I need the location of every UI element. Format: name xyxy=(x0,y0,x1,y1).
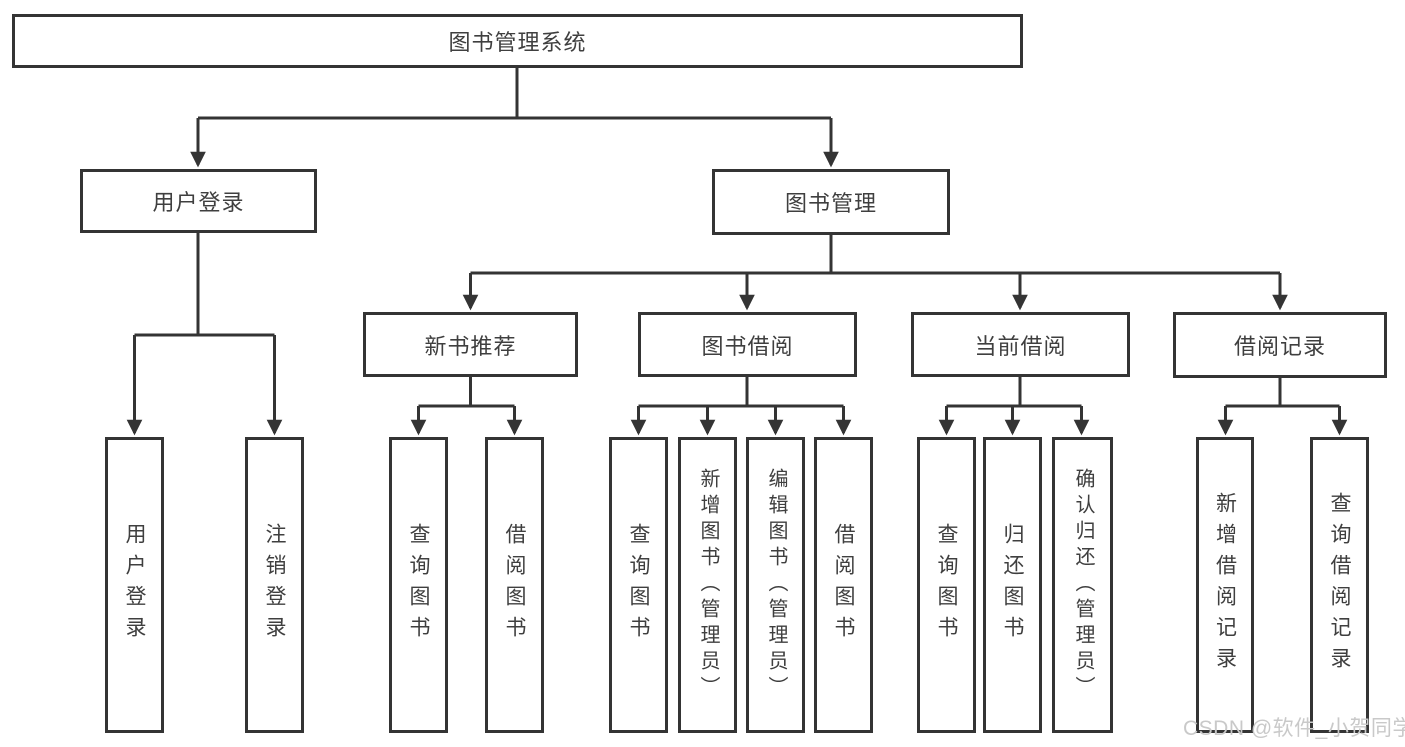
node-book-borrow: 图书借阅 xyxy=(638,312,857,377)
leaf-borrow-add-books-admin: 新增图书（管理员） xyxy=(678,437,737,733)
leaf-records-add-record: 新增借阅记录 xyxy=(1196,437,1254,733)
leaf-newbook-query-books: 查询图书 xyxy=(389,437,448,733)
leaf-logout: 注销登录 xyxy=(245,437,304,733)
leaf-records-query-record: 查询借阅记录 xyxy=(1310,437,1369,733)
node-book-management: 图书管理 xyxy=(712,169,950,235)
leaf-newbook-borrow-books: 借阅图书 xyxy=(485,437,544,733)
node-borrow-records: 借阅记录 xyxy=(1173,312,1387,378)
leaf-borrow-edit-books-admin: 编辑图书（管理员） xyxy=(746,437,805,733)
leaf-borrow-borrow-books: 借阅图书 xyxy=(814,437,873,733)
watermark: CSDN @软件_小贺同学 xyxy=(1183,717,1405,740)
leaf-current-confirm-return-admin: 确认归还（管理员） xyxy=(1052,437,1113,733)
node-current-borrow: 当前借阅 xyxy=(911,312,1130,377)
leaf-current-query-books: 查询图书 xyxy=(917,437,976,733)
node-new-book-recommend: 新书推荐 xyxy=(363,312,578,377)
node-root: 图书管理系统 xyxy=(12,14,1023,68)
leaf-user-login: 用户登录 xyxy=(105,437,164,733)
node-user-login: 用户登录 xyxy=(80,169,317,233)
leaf-borrow-query-books: 查询图书 xyxy=(609,437,668,733)
leaf-current-return-books: 归还图书 xyxy=(983,437,1042,733)
